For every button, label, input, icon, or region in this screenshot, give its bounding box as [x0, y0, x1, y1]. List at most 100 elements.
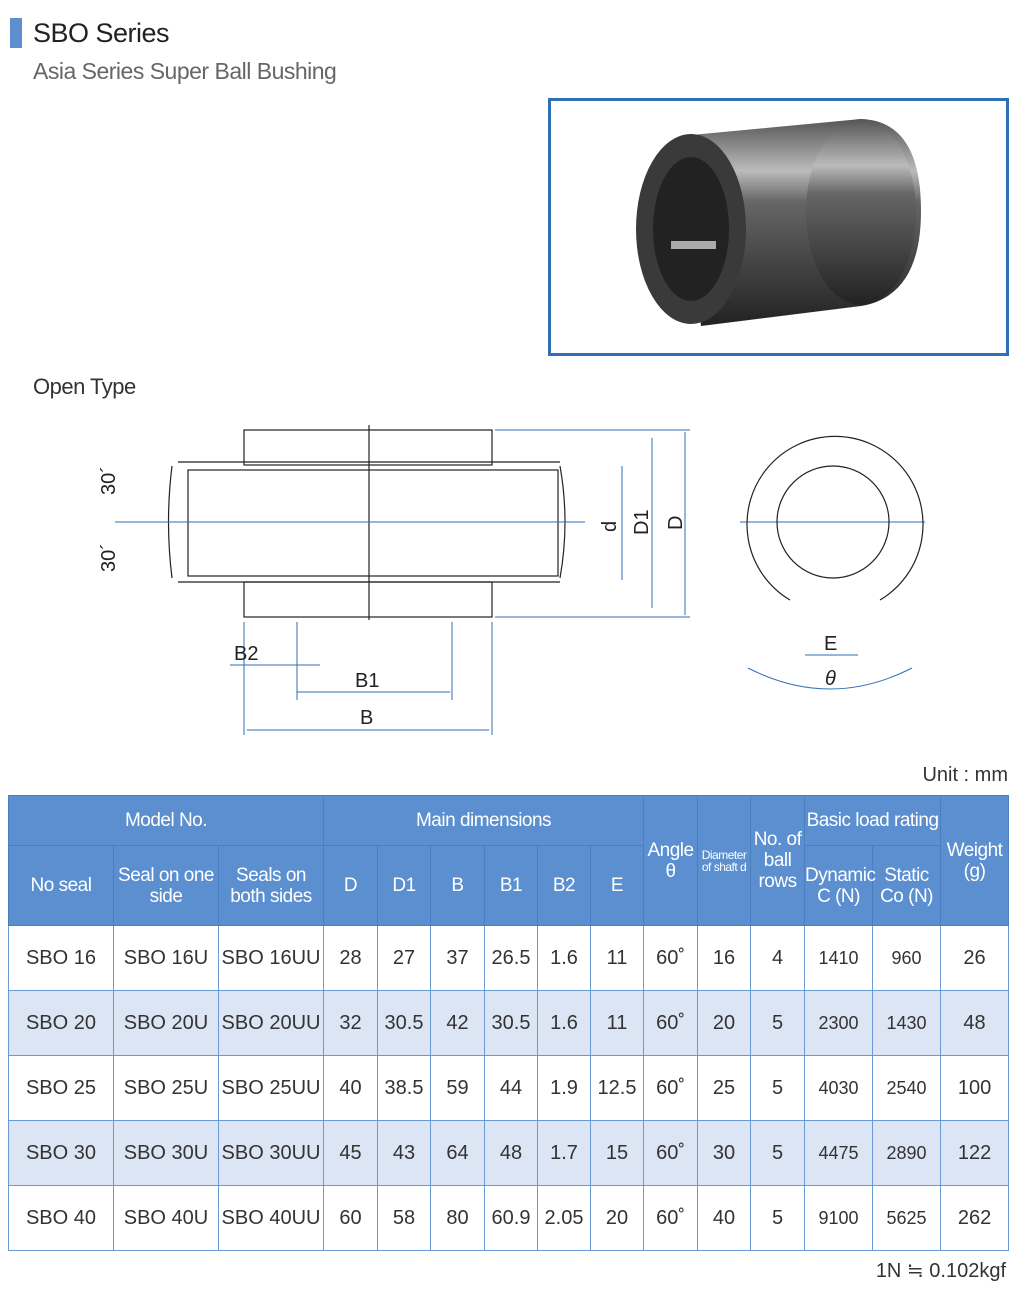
table-cell: 1.7: [537, 1120, 591, 1186]
table-cell: 45: [323, 1120, 378, 1186]
header-angle: Angle θ: [643, 795, 699, 926]
table-cell: 64: [430, 1120, 485, 1186]
table-cell: SBO 25UU: [218, 1055, 324, 1121]
table-cell: SBO 40U: [113, 1185, 219, 1251]
title-accent-bar: [10, 18, 22, 48]
header-seals-both-sides: Seals on both sides: [218, 845, 324, 926]
table-cell: 80: [430, 1185, 485, 1251]
table-cell: 5: [750, 1185, 806, 1251]
table-cell: 26: [940, 925, 1010, 991]
table-cell: 48: [484, 1120, 538, 1186]
table-cell: SBO 30U: [113, 1120, 219, 1186]
table-cell: 262: [940, 1185, 1010, 1251]
table-cell: 1.6: [537, 990, 591, 1056]
table-cell: SBO 40: [8, 1185, 114, 1251]
table-cell: SBO 20: [8, 990, 114, 1056]
table-cell: 30.5: [484, 990, 538, 1056]
dim-label-B1: B1: [355, 670, 379, 692]
header-ball-rows: No. of ball rows: [750, 795, 806, 926]
dim-label-E: E: [824, 633, 837, 655]
table-cell: 5: [750, 1120, 806, 1186]
table-cell: 58: [377, 1185, 431, 1251]
table-cell: 27: [377, 925, 431, 991]
table-cell: 1410: [804, 925, 874, 991]
table-cell: SBO 30: [8, 1120, 114, 1186]
dim-label-theta: θ: [825, 668, 836, 690]
table-cell: 2300: [804, 990, 874, 1056]
table-cell: 60˚: [643, 1055, 699, 1121]
table-cell: SBO 16: [8, 925, 114, 991]
header-D1: D1: [377, 845, 431, 926]
dim-label-d: d: [599, 521, 621, 532]
header-B2: B2: [537, 845, 591, 926]
table-cell: 26.5: [484, 925, 538, 991]
section-label: Open Type: [33, 374, 136, 399]
table-cell: 60˚: [643, 1185, 699, 1251]
header-weight: Weight (g): [940, 795, 1010, 926]
page-subtitle: Asia Series Super Ball Bushing: [33, 58, 337, 84]
header-main-dimensions: Main dimensions: [322, 795, 645, 846]
table-cell: 30.5: [377, 990, 431, 1056]
table-cell: 100: [940, 1055, 1010, 1121]
table-cell: 4030: [804, 1055, 874, 1121]
header-B: B: [430, 845, 485, 926]
header-seal-one-side: Seal on one side: [113, 845, 219, 926]
table-cell: SBO 20U: [113, 990, 219, 1056]
table-cell: 40: [697, 1185, 752, 1251]
table-cell: 59: [430, 1055, 485, 1121]
table-cell: SBO 25U: [113, 1055, 219, 1121]
header-D: D: [323, 845, 378, 926]
table-cell: 5: [750, 990, 806, 1056]
table-cell: 25: [697, 1055, 752, 1121]
table-cell: 40: [323, 1055, 378, 1121]
table-cell: 48: [940, 990, 1010, 1056]
dim-label-B: B: [360, 707, 373, 729]
table-cell: 60.9: [484, 1185, 538, 1251]
angle-label-top: 30´: [98, 466, 120, 495]
technical-drawing: 30´ 30´ d D1 D B2 B1 B E θ: [98, 425, 925, 735]
table-cell: SBO 16U: [113, 925, 219, 991]
table-cell: 60˚: [643, 990, 699, 1056]
table-cell: 11: [589, 925, 645, 991]
table-cell: 9100: [804, 1185, 874, 1251]
table-cell: 2890: [872, 1120, 942, 1186]
table-cell: SBO 30UU: [218, 1120, 324, 1186]
table-cell: 60˚: [643, 1120, 699, 1186]
header-no-seal: No seal: [8, 845, 114, 926]
table-cell: 15: [589, 1120, 645, 1186]
table-cell: SBO 16UU: [218, 925, 324, 991]
spec-table: Model No. Main dimensions Angle θ Diamet…: [8, 795, 1010, 1251]
header-shaft-diameter: Diameter of shaft d: [697, 795, 752, 926]
header-B1: B1: [484, 845, 538, 926]
table-cell: 20: [589, 1185, 645, 1251]
table-cell: SBO 25: [8, 1055, 114, 1121]
table-cell: 1.9: [537, 1055, 591, 1121]
table-cell: 60: [323, 1185, 378, 1251]
table-cell: 37: [430, 925, 485, 991]
table-cell: SBO 40UU: [218, 1185, 324, 1251]
dim-label-D: D: [665, 516, 687, 530]
table-cell: 12.5: [589, 1055, 645, 1121]
table-cell: 2.05: [537, 1185, 591, 1251]
header-static: Static Co (N): [872, 845, 942, 926]
table-cell: 1.6: [537, 925, 591, 991]
table-cell: 122: [940, 1120, 1010, 1186]
table-cell: 30: [697, 1120, 752, 1186]
table-cell: 28: [323, 925, 378, 991]
angle-label-bottom: 30´: [98, 543, 120, 572]
header-dynamic: Dynamic C (N): [804, 845, 876, 926]
header-E: E: [589, 845, 645, 926]
dim-label-D1: D1: [631, 509, 653, 535]
table-cell: 20: [697, 990, 752, 1056]
table-cell: 1430: [872, 990, 942, 1056]
unit-label: Unit : mm: [922, 764, 1008, 786]
table-cell: 960: [872, 925, 942, 991]
unit-conversion-note: 1N ≒ 0.102kgf: [875, 1260, 1006, 1282]
table-cell: 11: [589, 990, 645, 1056]
header-model-no: Model No.: [8, 795, 324, 846]
table-cell: 43: [377, 1120, 431, 1186]
table-cell: 60˚: [643, 925, 699, 991]
